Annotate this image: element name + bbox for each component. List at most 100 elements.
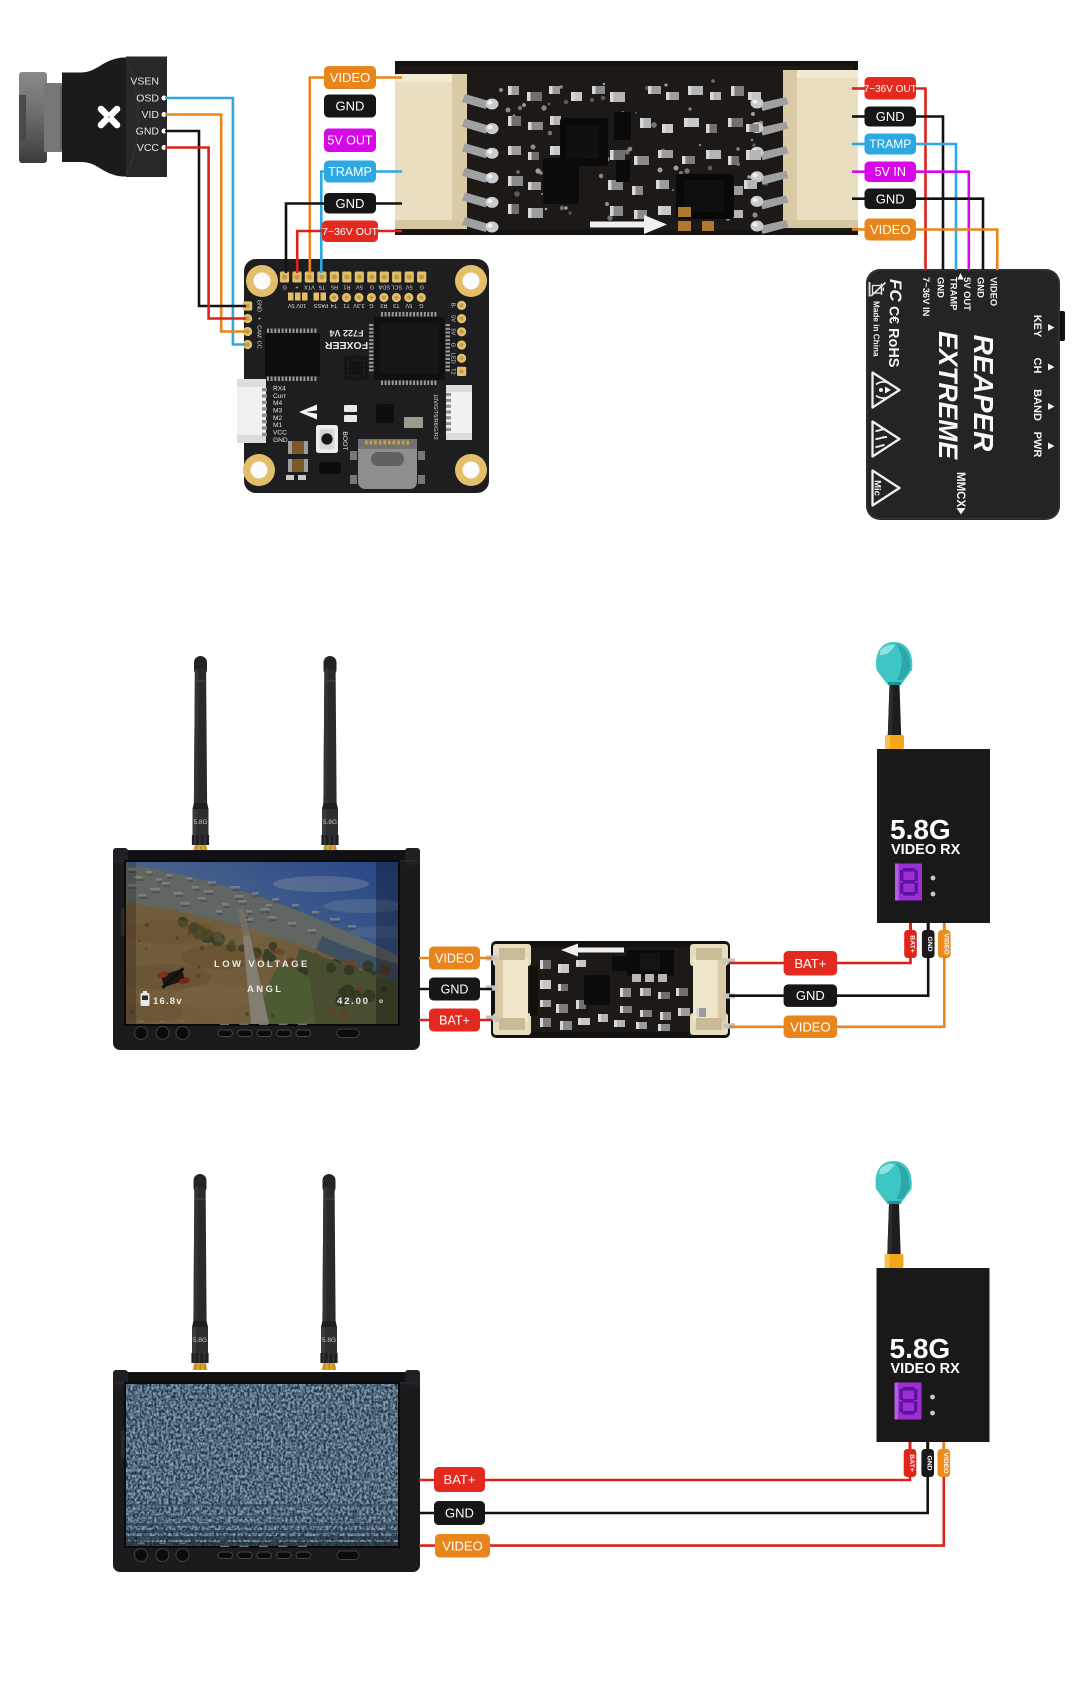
svg-text:o: o [379,998,383,1005]
svg-text:LOW VOLTAGE: LOW VOLTAGE [214,959,310,970]
svg-text:LED: LED [450,353,456,364]
svg-text:TRAMP: TRAMP [869,137,911,151]
svg-text:MMCX: MMCX [954,472,966,507]
svg-text:GND: GND [936,277,947,298]
svg-text:FOXEER: FOXEER [325,339,369,351]
svg-text:M2: M2 [273,415,282,422]
svg-text:PASS: PASS [313,302,328,308]
svg-text:5.8G: 5.8G [890,814,951,845]
svg-text:5V: 5V [356,284,363,290]
svg-text:TRAMP: TRAMP [328,165,372,179]
svg-text:B-: B- [450,303,456,309]
svg-text:ANGL: ANGL [247,984,284,995]
svg-text:VIDEO: VIDEO [442,1538,482,1553]
svg-text:R5: R5 [331,284,338,290]
svg-text:R3: R3 [380,302,387,308]
svg-text:GND: GND [136,126,160,138]
svg-text:10V/G/T6/R6/G/R2: 10V/G/T6/R6/G/R2 [432,394,438,440]
svg-text:VIDEO: VIDEO [330,70,370,85]
svg-text:R1: R1 [343,284,350,290]
svg-text:SCL: SCL [391,284,402,290]
svg-text:5.8G: 5.8G [890,1333,951,1364]
svg-text:M3: M3 [273,408,282,415]
svg-text:G: G [369,302,373,308]
svg-text:REAPER: REAPER [968,335,999,452]
svg-text:M4: M4 [273,400,282,407]
svg-text:5V: 5V [405,302,412,308]
svg-text:PWR: PWR [1031,432,1043,458]
svg-text:GND: GND [926,936,933,951]
svg-text:VIDEO: VIDEO [942,1452,949,1473]
svg-text:5V: 5V [406,284,413,290]
svg-text:VIDEO RX: VIDEO RX [891,842,961,858]
svg-text:Made in China: Made in China [872,301,881,357]
svg-text:VSEN: VSEN [130,76,159,88]
svg-text:5V: 5V [450,328,456,335]
svg-text:G: G [282,284,286,290]
svg-text:10V 5V: 10V 5V [288,302,307,308]
svg-text:FC: FC [886,279,905,302]
svg-text:BAT+: BAT+ [439,1013,470,1027]
svg-text:7~36V OUT: 7~36V OUT [322,226,378,238]
svg-text:VIDEO RX: VIDEO RX [891,1361,961,1377]
svg-text:3.3V: 3.3V [353,302,365,308]
svg-text:5.8G: 5.8G [323,819,337,826]
svg-text:C€: C€ [887,306,903,324]
svg-text:5.8G: 5.8G [193,1337,207,1344]
svg-text:5V OUT: 5V OUT [962,277,973,311]
svg-text:5V IN: 5V IN [875,165,906,179]
svg-text:F722 V4: F722 V4 [329,328,363,338]
svg-text:GND: GND [256,300,262,312]
svg-text:GND: GND [273,437,288,444]
svg-text:+: + [295,284,298,290]
svg-text:T2: T2 [450,368,456,375]
svg-text:CAM: CAM [256,325,262,338]
svg-text:VID: VID [141,109,159,121]
svg-text:GND: GND [976,277,987,298]
svg-text:GND: GND [336,99,365,114]
svg-text:RoHS: RoHS [885,328,901,368]
svg-text:VIDEO: VIDEO [942,933,949,954]
svg-text:BAND: BAND [1031,389,1043,421]
svg-text:BAT+: BAT+ [909,935,916,952]
svg-text:T5: T5 [319,284,326,290]
svg-text:T1: T1 [343,302,350,308]
svg-text:VIDEO: VIDEO [989,277,1000,306]
svg-text:7~36V IN: 7~36V IN [921,277,932,317]
svg-text:42.00: 42.00 [337,996,370,1007]
svg-text:T4: T4 [331,302,338,308]
svg-text:RX4: RX4 [273,386,286,393]
svg-text:G: G [450,343,456,347]
svg-text:G: G [370,284,374,290]
svg-text:GND: GND [876,191,905,206]
svg-text:5V: 5V [450,315,456,322]
svg-text:GND: GND [336,196,365,211]
svg-text:GND: GND [441,982,469,996]
svg-text:EXTREME: EXTREME [933,331,963,460]
svg-text:CH: CH [1031,358,1043,374]
svg-text:+: + [256,317,262,320]
svg-text:GND: GND [796,988,825,1003]
svg-text:VCC: VCC [137,142,160,154]
svg-text:G: G [419,302,423,308]
svg-text:BOOT: BOOT [341,431,348,450]
svg-text:TRAMP: TRAMP [949,277,960,310]
svg-text:VCC: VCC [273,430,287,437]
svg-text:5.8G: 5.8G [322,1337,336,1344]
svg-text:M1: M1 [273,422,282,429]
svg-text:7~36V OUT: 7~36V OUT [864,84,917,95]
svg-text:5V OUT: 5V OUT [327,134,373,148]
svg-text:G: G [420,284,424,290]
svg-text:CC: CC [256,340,262,348]
svg-text:GND: GND [445,1506,474,1521]
svg-text:SDA: SDA [378,284,390,290]
svg-text:Mic: Mic [872,480,883,496]
svg-text:VIDEO: VIDEO [790,1019,830,1034]
svg-text:5.8G: 5.8G [193,819,207,826]
svg-text:VTX: VTX [304,284,315,290]
svg-text:VIDEO: VIDEO [870,222,910,237]
svg-text:VIDEO: VIDEO [435,951,474,965]
svg-text:BAT+: BAT+ [794,956,826,971]
svg-text:BAT+: BAT+ [908,1454,915,1471]
svg-text:BAT+: BAT+ [444,1472,476,1487]
